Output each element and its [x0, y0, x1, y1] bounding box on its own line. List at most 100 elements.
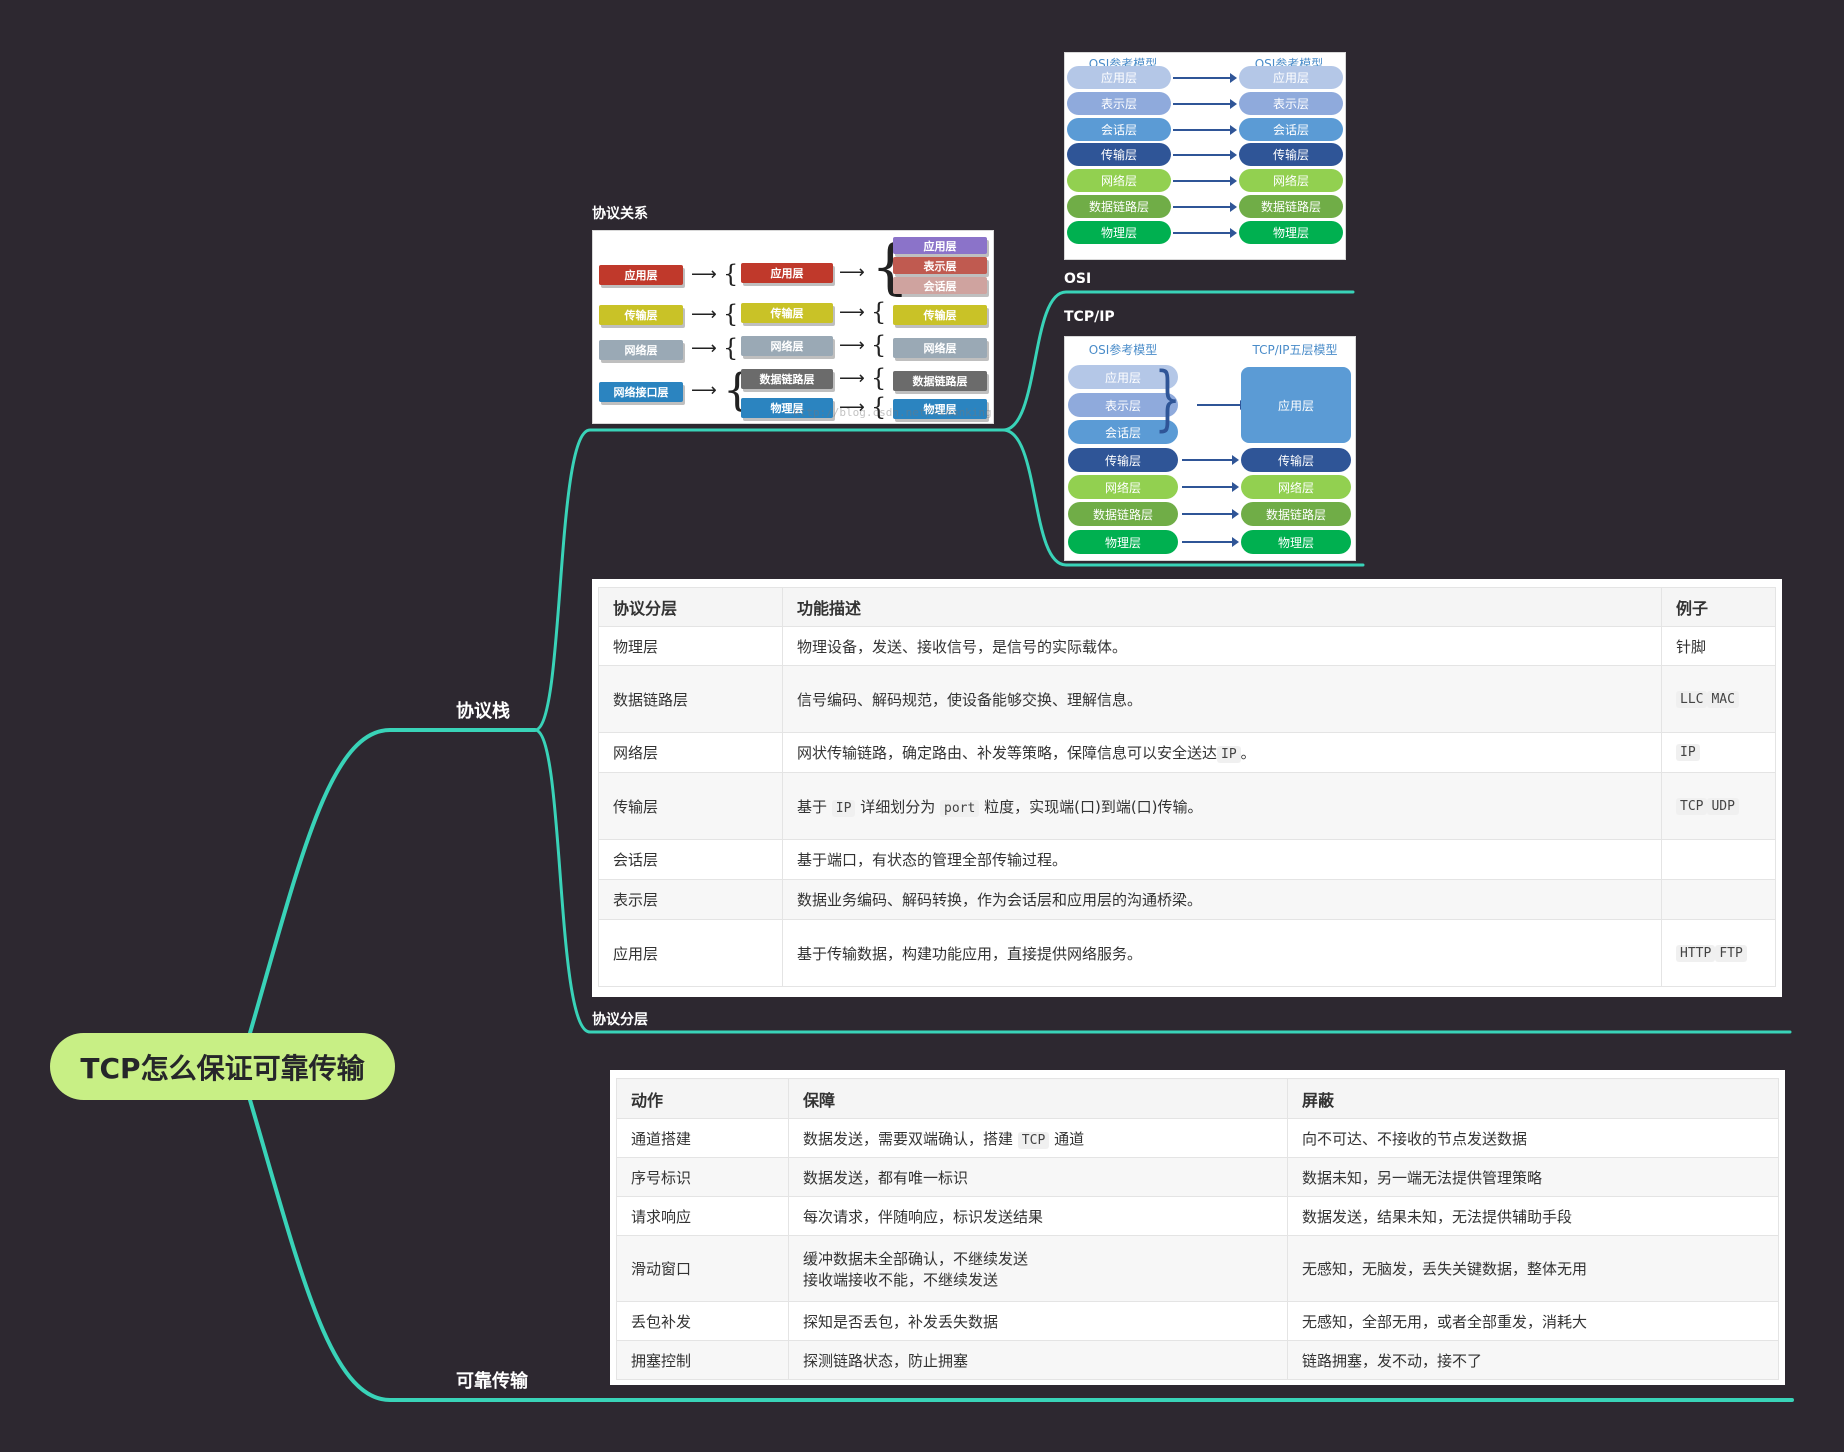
example-code: UDP — [1707, 797, 1739, 815]
protocol-relation-image: 应用层 传输层 网络层 网络接口层 ⟶ { ⟶ { ⟶ { ⟶ { 应用层 传输… — [592, 230, 994, 424]
table-row: 物理层 物理设备，发送、接收信号，是信号的实际载体。 针脚 — [598, 626, 1776, 666]
layer-description: 基于传输数据，构建功能应用，直接提供网络服务。 — [782, 919, 1662, 987]
guarantee-text: 缓冲数据未全部确认，不继续发送 — [803, 1249, 1029, 1268]
example-code: MAC — [1707, 690, 1739, 708]
example-code: HTTP — [1676, 944, 1716, 962]
relation-col1-block: 网络接口层 — [599, 382, 683, 402]
branch-osi[interactable]: OSI — [1064, 271, 1092, 287]
layer-description: 基于端口，有状态的管理全部传输过程。 — [782, 839, 1662, 880]
osi-left-layer: 数据链路层 — [1067, 195, 1171, 218]
layer-example: 针脚 — [1661, 626, 1776, 666]
desc-text: 粒度，实现端(口)到端(口)传输。 — [984, 797, 1203, 816]
layer-name: 表示层 — [598, 879, 783, 920]
relation-col3-block: 物理层 — [893, 399, 987, 419]
arrow-icon — [1173, 73, 1237, 83]
arrow-icon — [1197, 400, 1247, 410]
right-arrow-icon: ⟶ — [691, 338, 717, 359]
table-header-cell: 动作 — [616, 1078, 789, 1119]
watermark: http://blog.csdn.net/tvmanking — [793, 406, 992, 419]
desc-text: 基于 — [797, 797, 828, 816]
reliable-transfer-table: 动作 保障 屏蔽 通道搭建 数据发送，需要双端确认，搭建 TCP 通道 向不可达… — [610, 1070, 1785, 1385]
bracket-icon: { — [1154, 357, 1181, 439]
relation-col3-block: 会话层 — [893, 277, 987, 294]
relation-col2-block: 传输层 — [741, 303, 833, 323]
arrow-icon — [1182, 482, 1239, 492]
example-code: LLC — [1676, 690, 1708, 708]
table-row: 丢包补发 探知是否丢包，补发丢失数据 无感知，全部无用，或者全部重发，消耗大 — [616, 1301, 1779, 1341]
arrow-icon — [1182, 537, 1239, 547]
branch-protocol-relation[interactable]: 协议关系 — [592, 206, 648, 222]
table-row: 会话层 基于端口，有状态的管理全部传输过程。 — [598, 839, 1776, 880]
desc-text: 网状传输链路，确定路由、补发等策略，保障信息可以安全送达 — [797, 744, 1218, 762]
osi-left-layer: 会话层 — [1067, 117, 1171, 141]
table-header-cell: 屏蔽 — [1287, 1078, 1779, 1119]
osi-right-layer: 应用层 — [1239, 66, 1343, 89]
right-arrow-icon: ⟶ — [839, 368, 865, 389]
tcpip-right-layer: 数据链路层 — [1241, 502, 1351, 526]
shield-cell: 数据发送，结果未知，无法提供辅助手段 — [1287, 1196, 1779, 1236]
table-header-cell: 协议分层 — [598, 587, 783, 627]
arrow-icon — [1173, 150, 1237, 161]
relation-col3-block: 表示层 — [893, 257, 987, 274]
arrow-icon — [1173, 176, 1237, 187]
shield-cell: 链路拥塞，发不动，接不了 — [1287, 1340, 1779, 1380]
guarantee-cell: 数据发送，都有唯一标识 — [788, 1157, 1288, 1197]
arrow-icon — [1173, 227, 1237, 238]
brace-icon: { — [871, 393, 887, 421]
osi-left-layer: 应用层 — [1067, 66, 1171, 89]
osi-left-layer: 传输层 — [1067, 143, 1171, 167]
right-arrow-icon: ⟶ — [691, 264, 717, 285]
right-arrow-icon: ⟶ — [839, 397, 865, 418]
inline-code: IP — [831, 799, 856, 817]
inline-code: TCP — [1017, 1131, 1050, 1149]
layer-name: 物理层 — [598, 626, 783, 666]
brace-icon: { — [871, 364, 887, 392]
relation-col1-block: 传输层 — [599, 305, 683, 325]
tcpip-left-layer: 物理层 — [1068, 530, 1178, 554]
osi-right-layer: 表示层 — [1239, 91, 1343, 115]
relation-col2-block: 网络层 — [741, 336, 833, 356]
action-cell: 滑动窗口 — [616, 1235, 789, 1302]
shield-cell: 无感知，无脑发，丢失关键数据，整体无用 — [1287, 1235, 1779, 1302]
table-row: 滑动窗口 缓冲数据未全部确认，不继续发送接收端接收不能，不继续发送 无感知，无脑… — [616, 1235, 1779, 1302]
layer-description: 数据业务编码、解码转换，作为会话层和应用层的沟通桥梁。 — [782, 879, 1662, 920]
edge-relation-tcpip — [1001, 428, 1365, 567]
shield-cell: 数据未知，另一端无法提供管理策略 — [1287, 1157, 1779, 1197]
table-header-cell: 保障 — [788, 1078, 1288, 1119]
guarantee-text: 接收端接收不能，不继续发送 — [803, 1270, 999, 1289]
layer-example: IP — [1661, 732, 1776, 773]
example-code: FTP — [1715, 944, 1747, 962]
desc-text: 。 — [1240, 744, 1256, 762]
branch-tcpip[interactable]: TCP/IP — [1064, 309, 1115, 325]
relation-col3-block: 应用层 — [893, 237, 987, 254]
branch-protocol-layering[interactable]: 协议分层 — [592, 1012, 648, 1028]
relation-col2-block: 物理层 — [741, 398, 833, 418]
osi-left-layer: 物理层 — [1067, 220, 1171, 244]
root-topic[interactable]: TCP怎么保证可靠传输 — [50, 1033, 395, 1100]
right-arrow-icon: ⟶ — [691, 380, 717, 401]
relation-col3-block: 数据链路层 — [893, 371, 987, 391]
table-header-cell: 例子 — [1661, 587, 1776, 627]
arrow-icon — [1173, 202, 1237, 212]
osi-left-layer: 网络层 — [1067, 169, 1171, 193]
relation-col3-block: 网络层 — [893, 338, 987, 358]
relation-col2-block: 应用层 — [741, 263, 833, 283]
layer-description: 信号编码、解码规范，使设备能够交换、理解信息。 — [782, 665, 1662, 733]
branch-protocol-stack[interactable]: 协议栈 — [456, 701, 510, 722]
table-row: 通道搭建 数据发送，需要双端确认，搭建 TCP 通道 向不可达、不接收的节点发送… — [616, 1118, 1779, 1158]
inline-code: port — [940, 799, 980, 817]
action-cell: 请求响应 — [616, 1196, 789, 1236]
table-row: 请求响应 每次请求，伴随响应，标识发送结果 数据发送，结果未知，无法提供辅助手段 — [616, 1196, 1779, 1236]
branch-reliable-transfer[interactable]: 可靠传输 — [456, 1371, 528, 1392]
arrow-icon — [1173, 124, 1237, 135]
arrow-icon — [1173, 98, 1237, 109]
layer-description: 基于 IP 详细划分为 port 粒度，实现端(口)到端(口)传输。 — [782, 772, 1662, 840]
tcpip-left-header: OSI参考模型 — [1088, 343, 1158, 357]
guarantee-text: 数据发送，需要双端确认，搭建 — [803, 1129, 1014, 1148]
right-arrow-icon: ⟶ — [839, 335, 865, 356]
brace-icon: { — [871, 298, 887, 326]
example-code: TCP — [1676, 797, 1708, 815]
